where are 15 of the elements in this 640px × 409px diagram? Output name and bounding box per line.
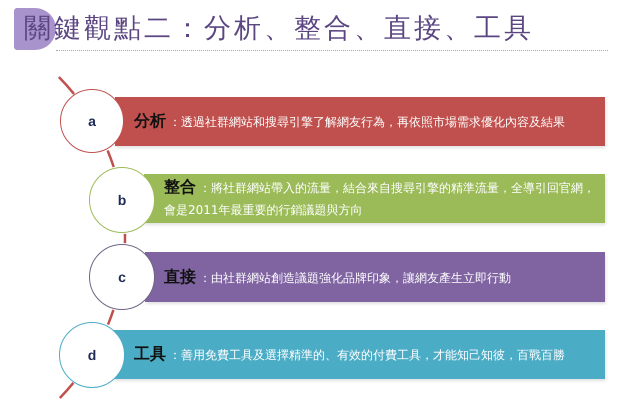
letter-circle: c bbox=[89, 244, 155, 310]
connector-line bbox=[124, 234, 126, 244]
connector-line bbox=[106, 150, 115, 168]
text-band bbox=[113, 330, 605, 379]
letter-circle: d bbox=[59, 322, 125, 388]
band-text: 分析：透過社群網站和搜尋引擎了解網友行為，再依照市場需求優化內容及結果 bbox=[134, 110, 565, 132]
band-text: 工具：善用免費工具及選擇精準的、有效的付費工具，才能知己知彼，百戰百勝 bbox=[134, 343, 565, 365]
connector-line bbox=[106, 310, 115, 326]
text-band bbox=[145, 252, 605, 302]
band-text: 直接：由社群網站創造議題強化品牌印象，讓網友產生立即行動 bbox=[164, 266, 511, 288]
letter-circle: a bbox=[60, 89, 124, 153]
text-band bbox=[115, 97, 605, 146]
text-band bbox=[144, 174, 605, 223]
band-text: 整合：將社群網站帶入的流量，結合來自搜尋引擎的精準流量，全導引回官網，會是2011年最重要的行銷議題與方向 bbox=[164, 176, 596, 219]
letter-circle: b bbox=[89, 167, 155, 233]
